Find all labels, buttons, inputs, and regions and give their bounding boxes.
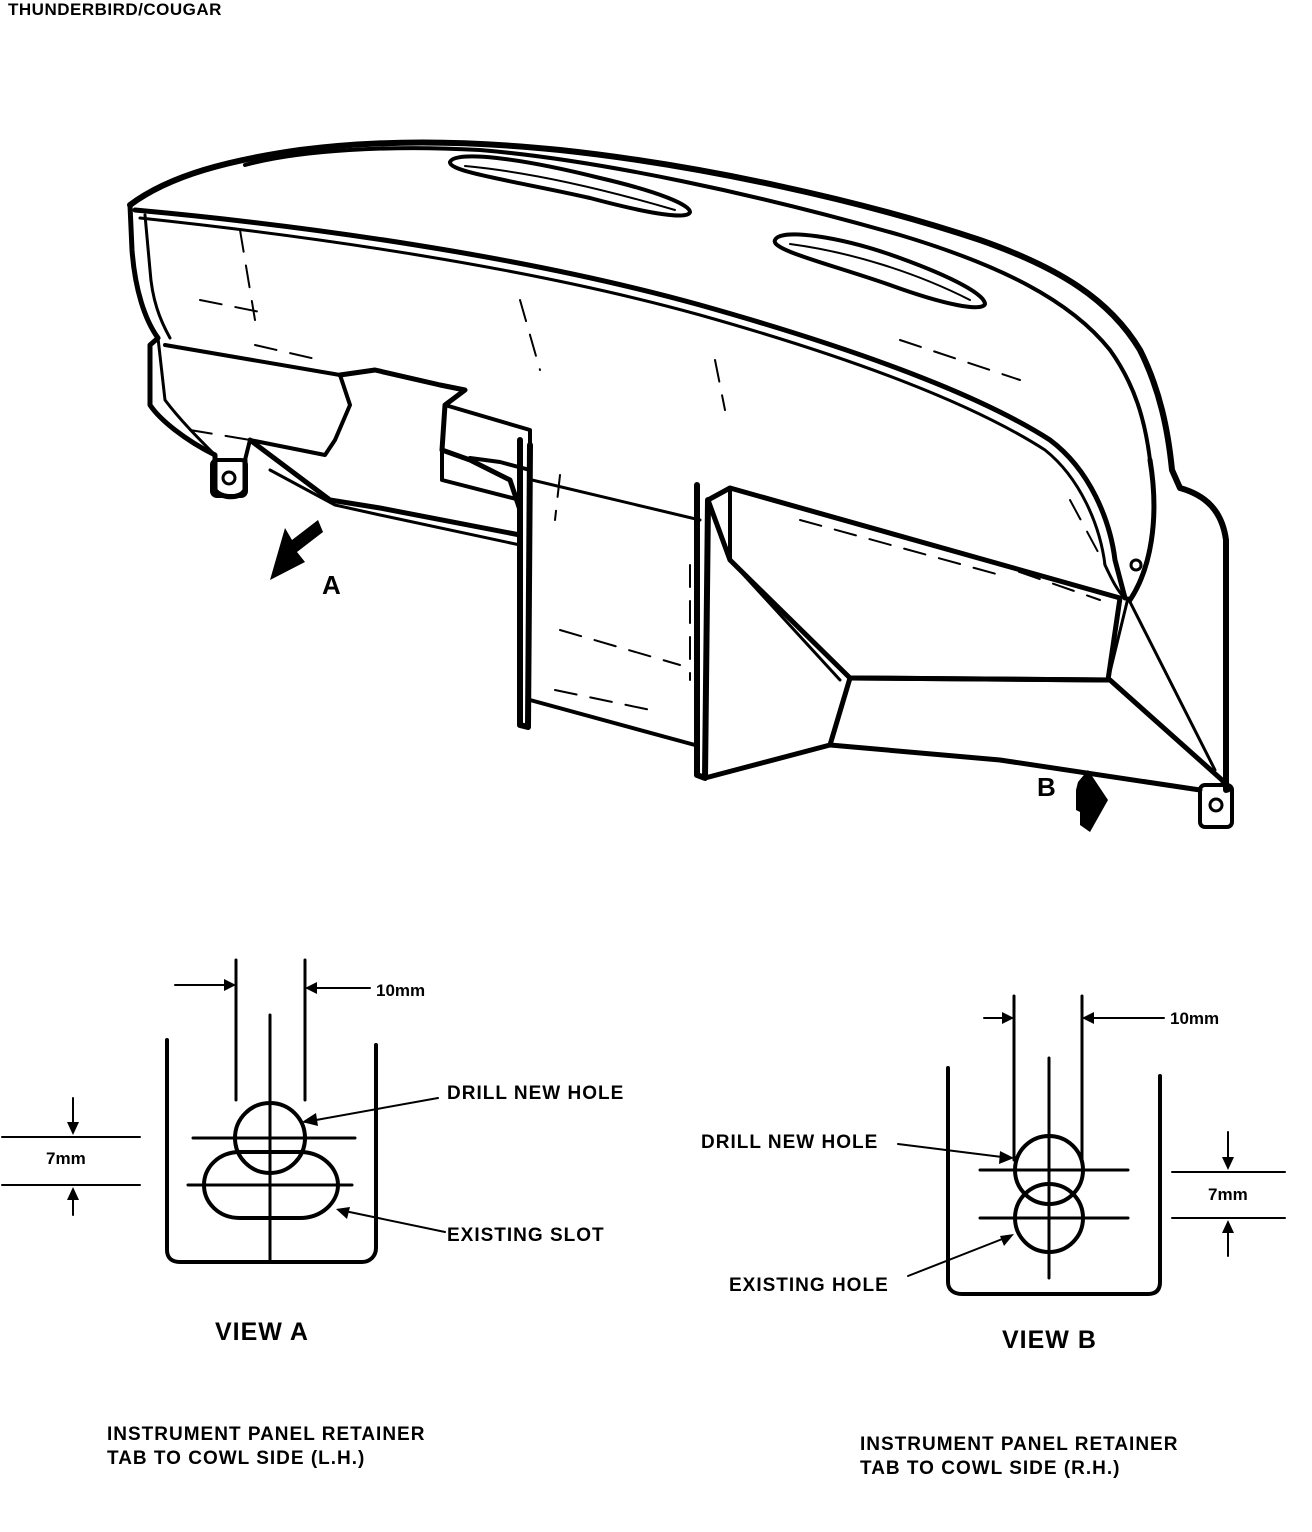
center-stack-right-edge [694, 482, 711, 781]
view-b-width-dimension: 10mm [1170, 1009, 1220, 1028]
right-mount-tab [1198, 783, 1234, 829]
right-mount-tab-hole [1208, 797, 1224, 813]
view-a-caption-line1: INSTRUMENT PANEL RETAINER [107, 1424, 426, 1445]
crash-pad-lip-inner [138, 216, 1107, 567]
crash-pad-highlight [243, 146, 1152, 462]
arrow-a-label: A [322, 570, 341, 600]
defroster-vent-right [772, 232, 987, 310]
view-b-new-hole-callout: DRILL NEW HOLE [701, 1132, 879, 1153]
inner-channel [440, 443, 522, 502]
view-b-arrowheads [999, 1012, 1234, 1246]
crash-pad-lip [132, 207, 1128, 601]
header-title: THUNDERBIRD/COUGAR [8, 0, 222, 19]
view-b-drawing [897, 994, 1286, 1296]
arrow-b-label: B [1037, 772, 1056, 802]
left-end-slant [156, 336, 217, 457]
defroster-vent-left-inner [464, 165, 676, 211]
defroster-vent-left [448, 154, 692, 218]
view-b-title: VIEW B [1002, 1326, 1097, 1354]
view-b-existing-hole-callout: EXISTING HOLE [729, 1275, 889, 1296]
view-a-width-dimension: 10mm [376, 981, 426, 1000]
view-a-caption-line2: TAB TO COWL SIDE (L.H.) [107, 1448, 366, 1469]
lower-shelf [247, 437, 523, 538]
glovebox-face [705, 485, 1123, 683]
left-mount-tab-hole [221, 470, 237, 486]
view-a-title: VIEW A [215, 1318, 309, 1346]
shading-dashes [189, 229, 1106, 713]
right-lower-rail-inner [1106, 596, 1217, 772]
arrow-a-icon [270, 520, 323, 580]
view-b-caption-line2: TAB TO COWL SIDE (R.H.) [860, 1458, 1121, 1479]
arrow-b-icon [1076, 770, 1108, 832]
cutaway-edge [337, 367, 523, 513]
left-mount-tab [210, 458, 248, 498]
crash-pad-outline [127, 139, 1229, 793]
view-a-new-hole-callout: DRILL NEW HOLE [447, 1083, 625, 1104]
right-end-cap [1127, 457, 1157, 603]
glovebox-lower [702, 675, 853, 781]
view-a-drawing [1, 958, 446, 1264]
center-stack-bottom [528, 698, 697, 747]
view-a-existing-slot-callout: EXISTING SLOT [447, 1225, 605, 1246]
left-end-panel-inner [143, 213, 172, 340]
right-end-fastener [1129, 558, 1143, 572]
view-a-height-dimension: 7mm [46, 1149, 86, 1168]
center-stack-left-edge [517, 437, 533, 730]
glovebox-lower-line [728, 558, 842, 682]
right-lower-bottom [827, 742, 1203, 793]
right-end-cap-inner [1103, 563, 1127, 600]
defroster-vent-right-inner [789, 243, 971, 301]
view-a-arrowheads [67, 979, 350, 1219]
view-b-caption-line1: INSTRUMENT PANEL RETAINER [860, 1434, 1179, 1455]
view-b-height-dimension: 7mm [1208, 1185, 1248, 1204]
center-stack-panel-line [530, 478, 702, 522]
lower-shelf-edge [268, 468, 522, 547]
